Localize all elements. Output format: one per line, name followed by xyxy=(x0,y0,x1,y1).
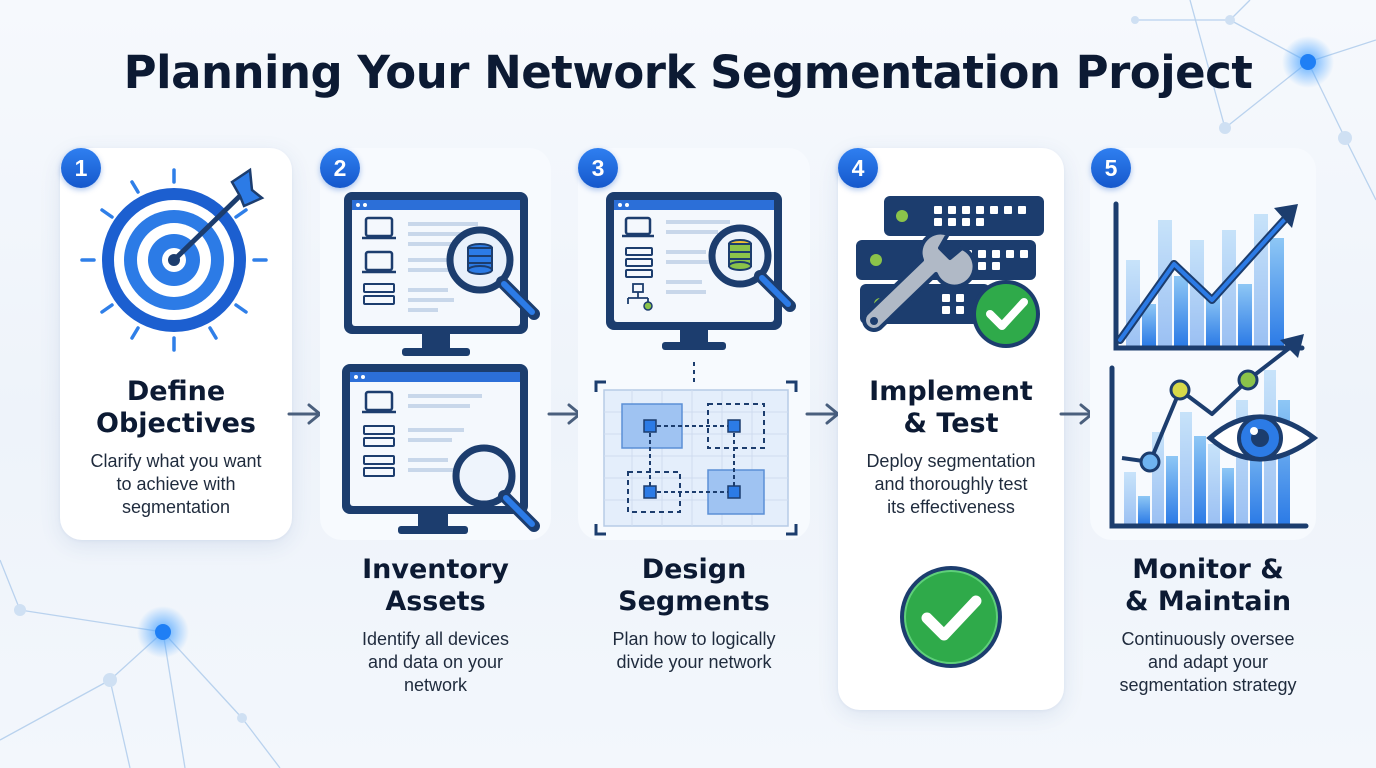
step-number-badge: 4 xyxy=(838,148,878,188)
target-arrow-icon xyxy=(80,167,268,352)
step-number-badge: 1 xyxy=(61,148,101,188)
step-description: Clarify what you want to achieve with se… xyxy=(90,451,262,517)
step-description: Continuously oversee and adapt your segm… xyxy=(1119,629,1297,695)
network-blueprint-icon xyxy=(594,192,798,536)
step-description: Identify all devices and data on your ne… xyxy=(361,629,510,695)
step-number-badge: 2 xyxy=(320,148,360,188)
step-number-badge: 3 xyxy=(578,148,618,188)
monitor-magnifier-icon xyxy=(342,192,540,534)
step-heading: Inventory Assets xyxy=(362,554,509,617)
step-heading: Monitor & & Maintain xyxy=(1124,554,1292,617)
step-description: Deploy segmentation and thoroughly test … xyxy=(866,451,1036,517)
step-heading: Design Segments xyxy=(618,554,770,617)
page-title: Planning Your Network Segmentation Proje… xyxy=(123,46,1253,99)
step-heading: Define Objectives xyxy=(96,376,256,439)
chart-eye-icon xyxy=(1109,201,1319,529)
step-heading: Implement & Test xyxy=(869,376,1033,439)
success-check-icon xyxy=(900,566,1002,668)
step-number-badge: 5 xyxy=(1091,148,1131,188)
server-wrench-check-icon xyxy=(856,196,1044,348)
step-description: Plan how to logically divide your networ… xyxy=(612,629,776,672)
